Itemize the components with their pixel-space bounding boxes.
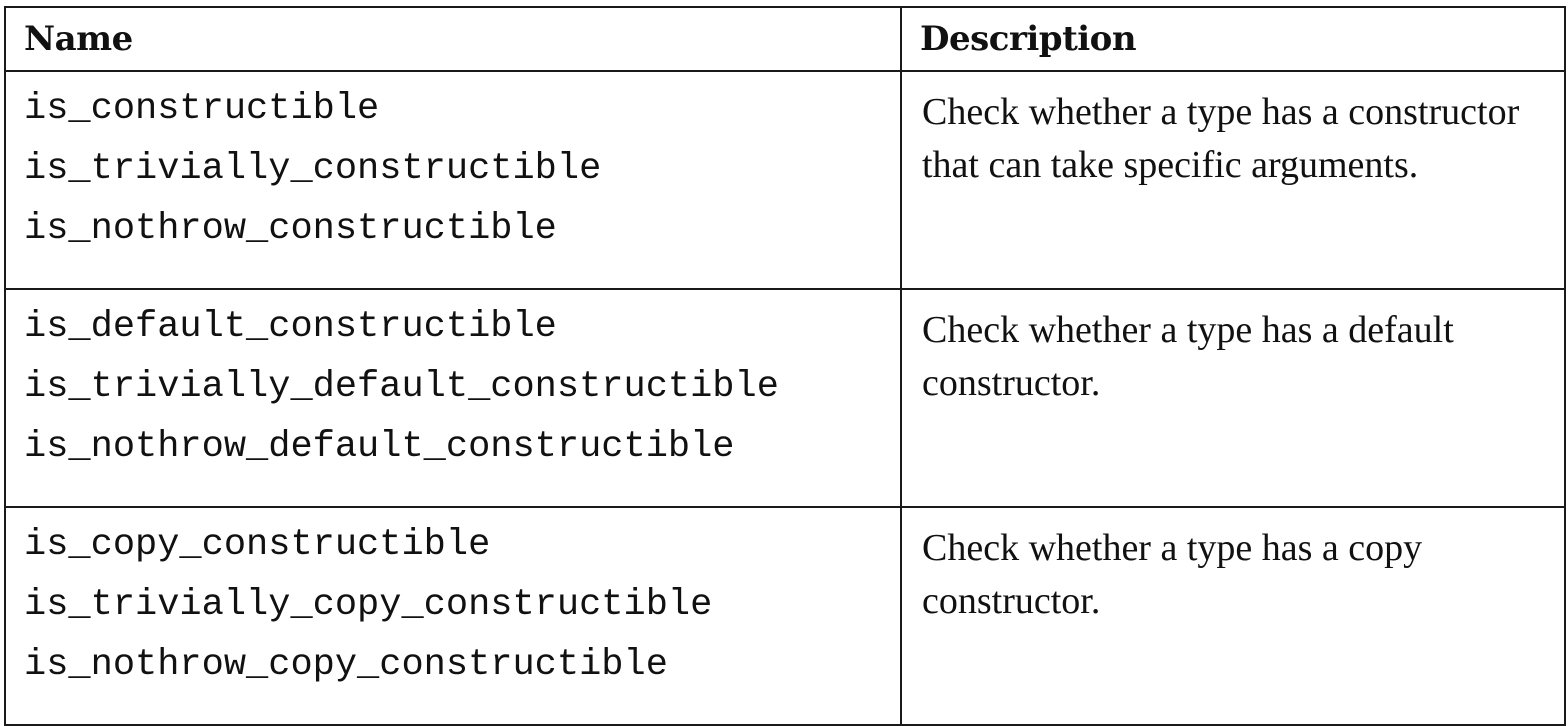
table-row: is_constructible is_trivially_constructi…: [4, 70, 1566, 290]
description-cell: Check whether a type has a default const…: [900, 288, 1566, 508]
trait-name: is_trivially_constructible: [24, 148, 602, 190]
trait-name: is_default_constructible: [24, 306, 557, 348]
header-name: Name: [4, 6, 902, 72]
description-cell: Check whether a type has a copy construc…: [900, 506, 1566, 726]
names-cell: is_copy_constructible is_trivially_copy_…: [4, 506, 902, 726]
header-description: Description: [900, 6, 1566, 72]
type-traits-table: Name Description is_constructible is_tri…: [4, 6, 1566, 726]
description-cell: Check whether a type has a constructor t…: [900, 70, 1566, 290]
trait-name: is_constructible: [24, 88, 380, 130]
trait-name: is_nothrow_default_constructible: [24, 426, 735, 468]
names-cell: is_constructible is_trivially_constructi…: [4, 70, 902, 290]
table-row: is_copy_constructible is_trivially_copy_…: [4, 506, 1566, 726]
trait-name: is_nothrow_constructible: [24, 208, 557, 250]
names-cell: is_default_constructible is_trivially_de…: [4, 288, 902, 508]
trait-name: is_trivially_default_constructible: [24, 366, 779, 408]
table-row: is_default_constructible is_trivially_de…: [4, 288, 1566, 508]
trait-name: is_trivially_copy_constructible: [24, 584, 713, 626]
trait-name: is_copy_constructible: [24, 524, 491, 566]
trait-name: is_nothrow_copy_constructible: [24, 644, 668, 686]
header-row: Name Description: [4, 6, 1566, 72]
